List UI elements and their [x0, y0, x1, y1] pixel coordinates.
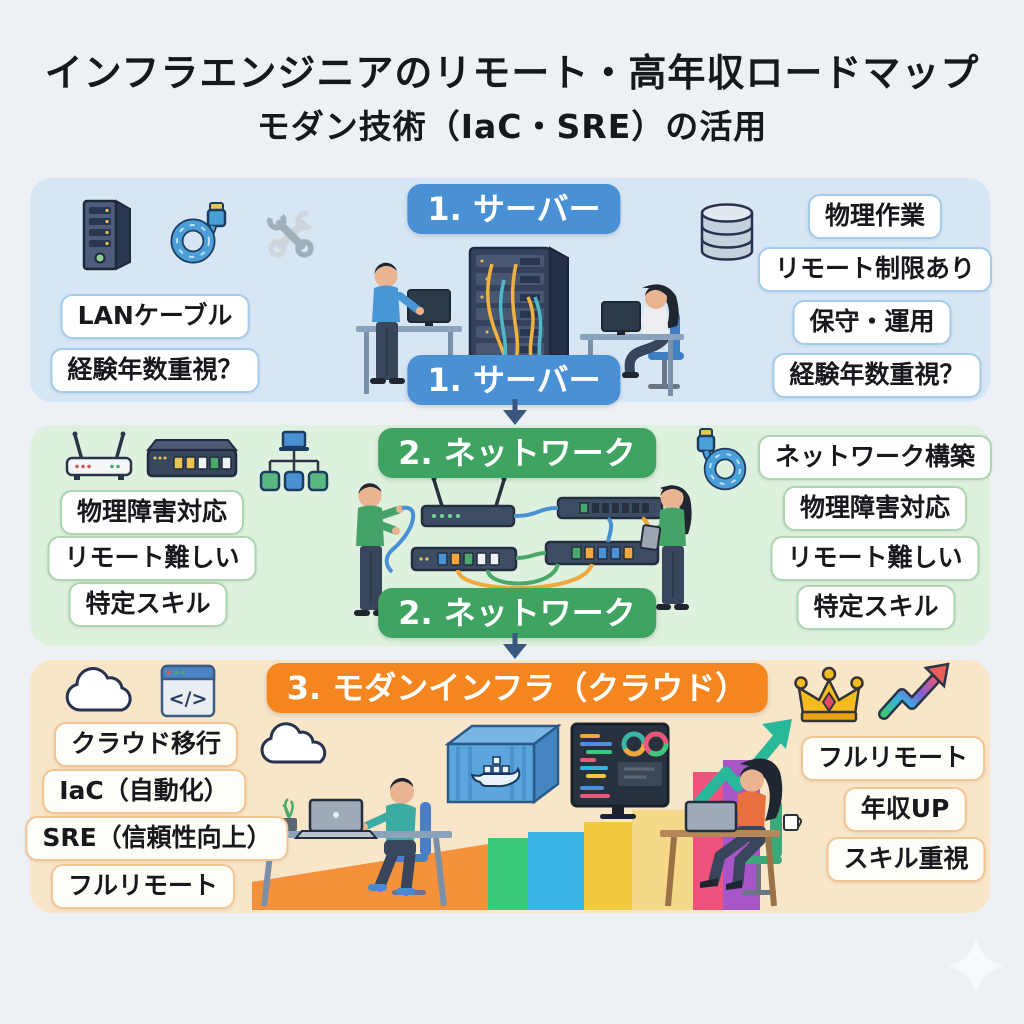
label-pill: SRE（信頼性向上） [25, 816, 289, 861]
code-window-icon: </> [160, 664, 216, 718]
label-pill: 特定スキル [68, 582, 228, 627]
label-pill: クラウド移行 [53, 722, 239, 767]
lan-cable-icon [170, 202, 227, 264]
section2-badge-top: 2. ネットワーク [378, 428, 656, 478]
remote-engineer-female-figure [660, 758, 802, 907]
label-pill: 物理作業 [807, 194, 943, 239]
label-pill: LANケーブル [60, 294, 250, 339]
code-symbol-text: </> [169, 688, 208, 710]
docker-container-icon [444, 723, 562, 805]
remote-engineer-male-figure [256, 777, 452, 907]
label-pill: 物理障害対応 [782, 486, 968, 531]
dashboard-monitor-icon [570, 722, 670, 819]
crossed-wrenches-icon [258, 205, 324, 265]
label-pill: リモート難しい [770, 536, 980, 581]
crown-icon [794, 666, 864, 723]
section1-badge-top: 1. サーバー [407, 184, 621, 234]
label-pill: 経験年数重視？ [772, 353, 982, 398]
coffee-mug-icon [783, 814, 802, 831]
wifi-router-icon [65, 431, 133, 480]
cloud-icon [260, 722, 327, 764]
section2-badge-bottom: 2. ネットワーク [378, 588, 656, 638]
label-pill: スキル重視 [826, 837, 986, 882]
label-pill: リモート制限あり [757, 247, 993, 292]
network-topology-icon [259, 430, 329, 492]
growth-arrow-icon [878, 662, 950, 720]
database-icon [700, 203, 754, 261]
label-pill: フルリモート [50, 864, 236, 909]
network-devices-illustration [410, 476, 664, 590]
label-pill: フルリモート [800, 736, 986, 781]
flow-arrow-down [503, 633, 527, 659]
engineer-with-tablet-figure [639, 485, 692, 610]
page-title: インフラエンジニアのリモート・高年収ロードマップ [44, 51, 980, 95]
cloud-work-illustration [252, 719, 802, 910]
sparkle-decoration [948, 938, 1004, 994]
lan-cable-icon [696, 428, 747, 491]
page-subtitle: モダン技術（IaC・SRE）の活用 [256, 107, 768, 146]
engineer-with-cable-figure [354, 483, 416, 616]
label-pill: 経験年数重視？ [50, 348, 260, 393]
label-pill: 特定スキル [796, 585, 956, 630]
docker-whale-icon [470, 756, 521, 788]
network-room-illustration [354, 476, 692, 616]
label-pill: 物理障害対応 [59, 490, 245, 535]
section3-badge: 3. モダンインフラ（クラウド） [266, 663, 768, 713]
label-pill: IaC（自動化） [42, 769, 246, 814]
network-switch-icon [146, 439, 238, 478]
label-pill: 年収UP [843, 787, 967, 832]
section1-badge-bottom: 1. サーバー [407, 355, 621, 405]
label-pill: ネットワーク構築 [757, 435, 993, 480]
server-rack-icon [468, 246, 569, 386]
label-pill: リモート難しい [47, 536, 257, 581]
server-tower-icon [82, 199, 131, 271]
cloud-icon [65, 667, 132, 712]
flow-arrow-down [503, 399, 527, 425]
label-pill: 保守・運用 [792, 300, 952, 345]
